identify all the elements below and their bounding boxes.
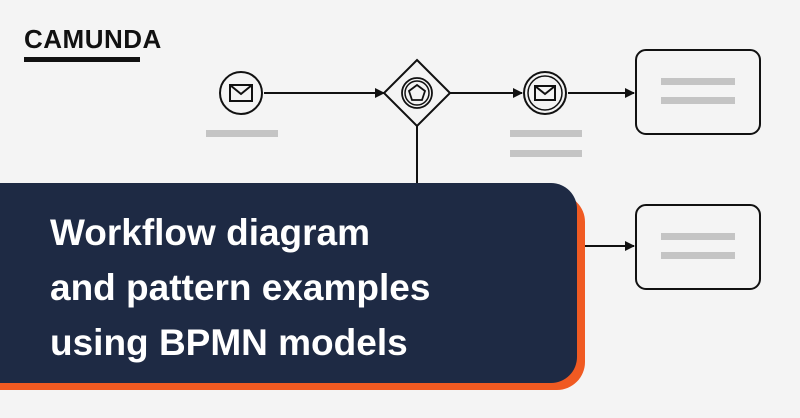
message-event-label-placeholder-1 [510, 130, 582, 137]
banner-title-line-3: using BPMN models [50, 322, 408, 363]
logo-underline [24, 57, 140, 62]
envelope-icon [534, 85, 556, 101]
banner-title-line-1: Workflow diagram [50, 212, 371, 253]
intermediate-message-event [523, 71, 567, 115]
banner-title-line-2: and pattern examples [50, 267, 431, 308]
task-bottom-label-placeholder-1 [661, 233, 735, 240]
event-based-gateway [382, 58, 452, 128]
message-event-label-placeholder-2 [510, 150, 582, 157]
task-top-label-placeholder-2 [661, 97, 735, 104]
envelope-icon [229, 84, 253, 102]
camunda-logo: CAMUNDA [24, 24, 162, 54]
start-message-event [219, 71, 263, 115]
start-event-label-placeholder [206, 130, 278, 137]
task-top-label-placeholder-1 [661, 78, 735, 85]
task-bottom-label-placeholder-2 [661, 252, 735, 259]
task-bottom [635, 204, 761, 290]
task-top [635, 49, 761, 135]
title-banner [0, 183, 577, 383]
pentagon-icon [407, 83, 427, 101]
banner-title: Workflow diagram and pattern examples us… [50, 205, 570, 370]
